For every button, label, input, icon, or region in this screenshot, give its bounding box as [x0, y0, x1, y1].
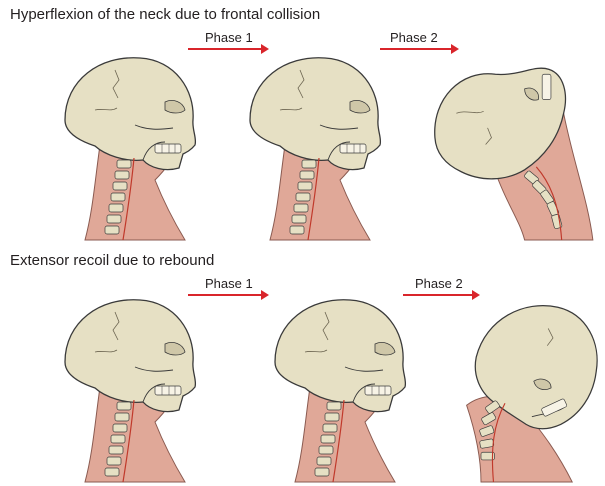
head-extended-phase2-illustration — [465, 304, 598, 483]
top-phase1-arrow-icon — [188, 44, 269, 54]
head-upright-rebound-initial-illustration — [64, 299, 197, 483]
bottom-phase2-arrow-icon — [403, 290, 480, 300]
head-upright-phase1-illustration — [249, 57, 382, 241]
top-section-title: Hyperflexion of the neck due to frontal … — [10, 6, 321, 23]
head-hyperflexed-phase2-illustration — [434, 67, 594, 241]
head-upright-initial-illustration — [64, 57, 197, 241]
bottom-phase2-label: Phase 2 — [415, 276, 463, 291]
top-phase1-label: Phase 1 — [205, 30, 253, 45]
head-upright-rebound-phase1-illustration — [274, 299, 407, 483]
bottom-phase1-label: Phase 1 — [205, 276, 253, 291]
bottom-phase1-arrow-icon — [188, 290, 269, 300]
top-phase2-label: Phase 2 — [390, 30, 438, 45]
bottom-section-title: Extensor recoil due to rebound — [10, 252, 215, 269]
top-phase2-arrow-icon — [380, 44, 459, 54]
